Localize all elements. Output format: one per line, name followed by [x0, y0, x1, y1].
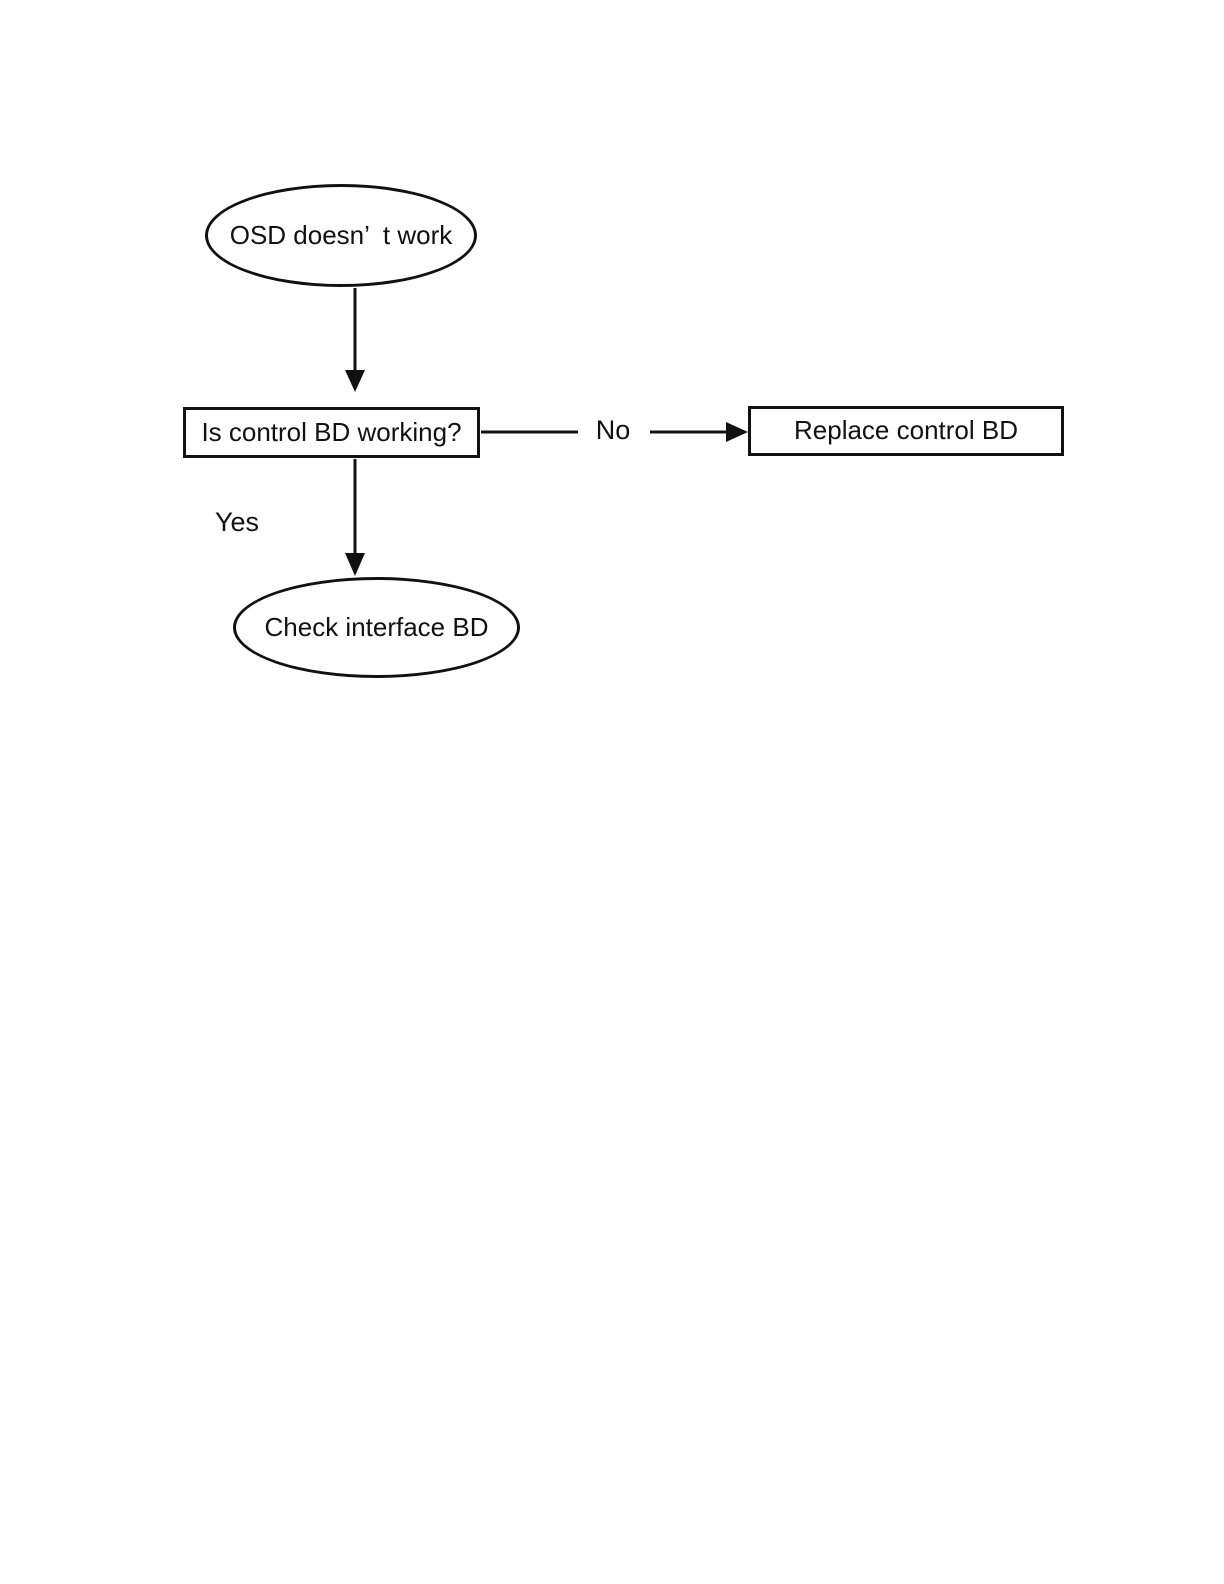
node-check-ellipse: Check interface BD	[233, 577, 520, 678]
edge-decision-check-arrowhead-icon	[345, 553, 365, 576]
node-replace-label: Replace control BD	[794, 415, 1018, 446]
edge-label-yes: Yes	[215, 507, 260, 537]
node-start-ellipse: OSD doesn’ t work	[205, 184, 477, 287]
edge-label-no: No	[595, 415, 631, 445]
node-decision-label: Is control BD working?	[201, 416, 462, 447]
node-check-label: Check interface BD	[264, 611, 489, 642]
node-replace-rect: Replace control BD	[748, 406, 1064, 456]
edge-decision-replace-arrowhead-icon	[726, 422, 748, 442]
node-start-label: OSD doesn’ t work	[229, 219, 453, 250]
node-decision-rect: Is control BD working?	[183, 407, 480, 458]
edge-start-decision-arrowhead-icon	[345, 370, 365, 392]
